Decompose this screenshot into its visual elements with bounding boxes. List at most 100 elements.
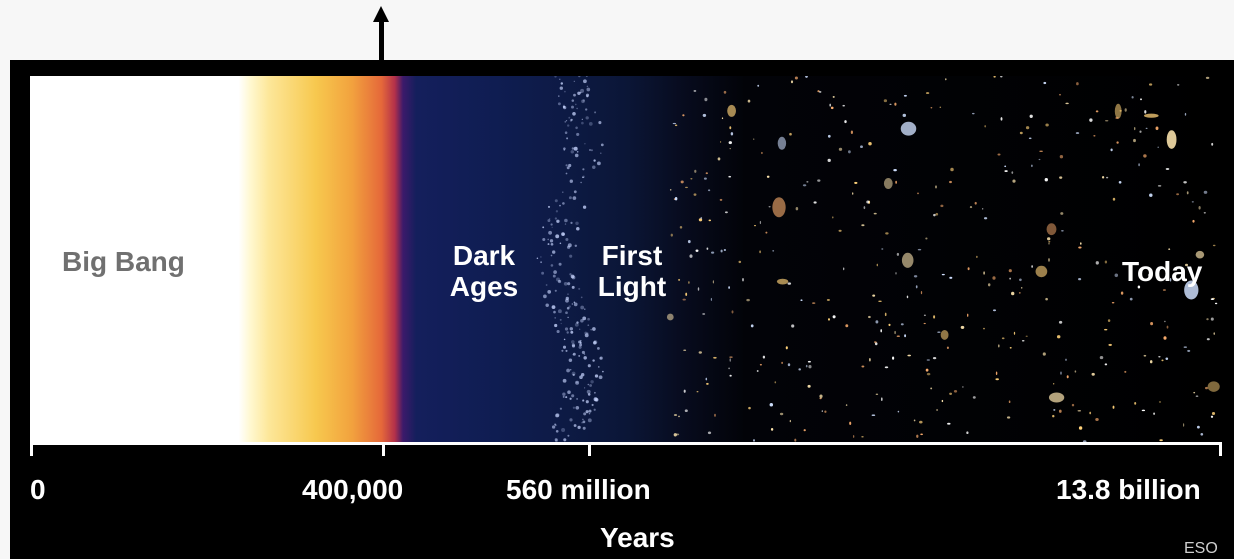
cosmic-web-point (593, 340, 598, 344)
up-arrow-line (379, 22, 384, 62)
star (789, 132, 792, 136)
star (1214, 302, 1218, 305)
star (1006, 416, 1011, 419)
cosmic-web-point (559, 242, 562, 245)
star (1133, 127, 1136, 131)
star (1162, 289, 1166, 291)
star (738, 260, 742, 264)
star (1018, 292, 1021, 294)
cosmic-web-point (584, 387, 586, 389)
star (1165, 357, 1169, 360)
star (1099, 356, 1104, 360)
star (992, 309, 997, 312)
cosmic-web-point (583, 79, 587, 84)
star (685, 292, 688, 297)
cosmic-web-point (564, 218, 568, 223)
cosmic-web-point (598, 375, 603, 380)
star (949, 392, 953, 395)
galaxy (1035, 265, 1048, 278)
cosmic-web-point (592, 359, 595, 362)
star (803, 429, 806, 432)
cosmic-web-point (586, 389, 591, 394)
cosmic-web-point (573, 301, 576, 304)
star (1028, 137, 1032, 140)
star (753, 138, 755, 140)
cosmic-web-point (590, 380, 594, 384)
cosmic-web-point (562, 345, 567, 349)
star (1021, 339, 1025, 342)
cosmic-web-point (566, 137, 569, 140)
galaxy (1207, 381, 1220, 392)
star (1140, 98, 1142, 101)
time-axis (30, 442, 1222, 445)
star (702, 113, 707, 117)
star (896, 335, 900, 338)
star (746, 298, 750, 302)
cosmic-web-point (568, 358, 573, 362)
cosmic-web-point (563, 147, 566, 150)
cosmic-web-point (558, 262, 562, 266)
star (789, 419, 791, 423)
star (1101, 176, 1105, 179)
star (673, 414, 678, 416)
star (923, 314, 926, 317)
star (791, 324, 795, 328)
star (945, 78, 947, 81)
cosmic-web-point (572, 196, 577, 200)
star (720, 249, 723, 253)
star (969, 206, 973, 209)
star (868, 315, 871, 319)
star (933, 213, 936, 217)
star (1042, 352, 1046, 356)
star (748, 406, 751, 410)
cosmic-web-point (563, 338, 566, 341)
star (1213, 332, 1215, 335)
star (805, 76, 808, 78)
cosmic-web-point (557, 309, 562, 314)
cosmic-web-point (576, 151, 579, 153)
star (941, 399, 944, 403)
star (950, 167, 954, 172)
cosmic-web-point (567, 282, 571, 286)
cosmic-web-point (559, 86, 563, 90)
cosmic-web-point (587, 364, 591, 368)
galaxy (727, 104, 736, 117)
star (765, 231, 768, 234)
cosmic-web-point (547, 243, 550, 246)
cosmic-web-point (580, 88, 585, 93)
cosmic-web-point (577, 425, 581, 430)
cosmic-web-point (585, 400, 589, 404)
cosmic-web-point (575, 405, 580, 410)
star (1011, 171, 1014, 174)
star (1143, 354, 1147, 357)
cosmic-web-point (552, 250, 556, 254)
cosmic-web-point (580, 319, 584, 323)
star (802, 184, 807, 187)
star (674, 124, 678, 127)
cosmic-web-point (568, 163, 572, 168)
cosmic-web-point (569, 397, 572, 400)
era-label-big-bang: Big Bang (62, 246, 185, 277)
cosmic-web-point (591, 403, 594, 407)
star (1095, 261, 1099, 265)
star (1001, 337, 1005, 340)
star (917, 248, 922, 251)
star (869, 358, 871, 362)
cosmic-web-point (582, 176, 584, 179)
cosmic-web-point (570, 274, 575, 279)
cosmic-web-point (569, 418, 573, 422)
star (1065, 358, 1067, 362)
star (818, 90, 822, 93)
star (849, 421, 852, 426)
star (1004, 165, 1007, 168)
cosmic-web-point (571, 371, 576, 376)
cosmic-web-point (586, 332, 589, 335)
star (710, 297, 713, 301)
star (925, 92, 930, 94)
cosmic-web-point (564, 121, 566, 123)
star (1161, 359, 1164, 362)
cosmic-web-point (583, 412, 587, 416)
cosmic-web-point (562, 202, 565, 205)
cosmic-web-point (573, 302, 578, 307)
cosmic-web-point (583, 356, 587, 360)
